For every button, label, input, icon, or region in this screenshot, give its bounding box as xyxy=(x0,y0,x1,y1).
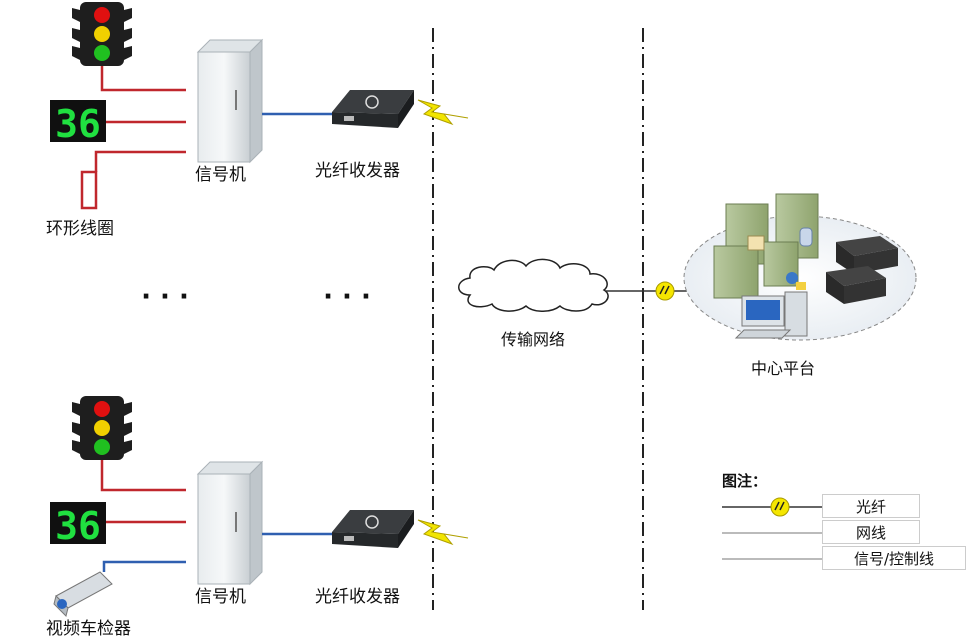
countdown-display-icon: 36 xyxy=(50,502,106,548)
fiber-transceiver-icon xyxy=(332,510,414,548)
fiber-transceiver-label: 光纤收发器 xyxy=(315,161,400,181)
lightning-bolt-icon xyxy=(417,99,469,126)
ellipsis-right: · · · xyxy=(323,282,371,312)
fiber-connector-icon xyxy=(655,281,675,301)
countdown-digits: 36 xyxy=(55,504,101,548)
center-platform-label: 中心平台 xyxy=(751,359,816,378)
legend-title: 图注： xyxy=(722,472,768,490)
fiber-transceiver-label: 光纤收发器 xyxy=(315,587,400,607)
traffic-light-icon xyxy=(72,2,132,66)
legend xyxy=(722,497,822,560)
loop-coil-label: 环形线圈 xyxy=(46,219,114,239)
server-cluster-icon xyxy=(713,193,819,299)
loop-coil-icon xyxy=(80,170,98,210)
ellipsis-left: · · · xyxy=(141,282,189,312)
fiber-transceiver-icon xyxy=(332,90,414,128)
storage-device-icon xyxy=(826,236,898,304)
countdown-display-icon: 36 xyxy=(50,100,106,146)
legend-network-label: 网线 xyxy=(822,520,920,544)
video-detector-label: 视频车检器 xyxy=(46,619,131,639)
lightning-bolt-icon xyxy=(417,519,469,546)
signal-machine-cabinet-icon xyxy=(196,460,264,586)
transport-network-cloud-icon xyxy=(458,258,609,312)
transport-network-label: 传输网络 xyxy=(501,330,566,349)
signal-machine-cabinet-icon xyxy=(196,38,264,164)
traffic-light-icon xyxy=(72,396,132,460)
signal-machine-label: 信号机 xyxy=(195,587,246,607)
workstation-computer-icon xyxy=(734,291,808,339)
fiber-connector-icon xyxy=(770,497,790,517)
signal-machine-label: 信号机 xyxy=(195,165,246,185)
countdown-digits: 36 xyxy=(55,102,101,146)
signal-lines-top xyxy=(94,66,186,172)
signal-lines-bottom xyxy=(100,460,186,572)
legend-fiber-label: 光纤 xyxy=(822,494,920,518)
legend-signal-label: 信号/控制线 xyxy=(822,546,966,570)
video-detector-camera-icon xyxy=(53,571,113,617)
